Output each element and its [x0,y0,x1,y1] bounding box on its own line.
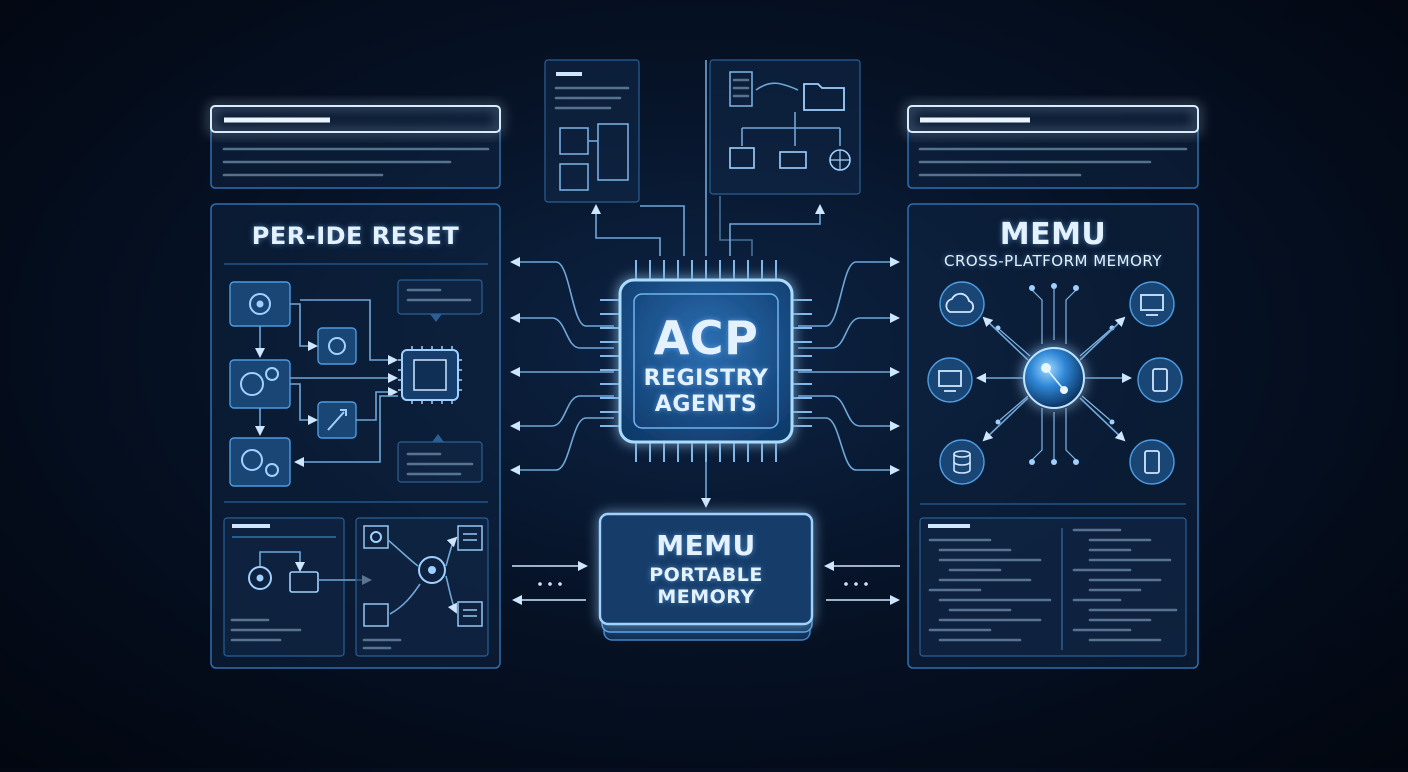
phone-icon [1137,357,1183,403]
left-panel [210,203,501,669]
top-document-left [544,59,640,203]
left-panel-title: PER-IDE RESET [251,222,460,250]
top-document-right [709,59,861,195]
gear-icon [317,327,357,365]
chip-connectors [510,257,900,508]
document-icon [457,525,483,551]
monitor-icon [1129,281,1175,327]
laptop-icon [779,151,807,169]
gear-icon [418,556,446,584]
memu-portable-memory-box [598,512,814,641]
memory-box-line3: MEMORY [657,586,755,608]
acp-chip [600,260,812,462]
right-header-card [907,105,1199,189]
folder-icon [803,83,845,111]
chip-label-registry: REGISTRY [643,366,769,391]
monitor-icon [729,147,755,169]
right-panel-subtitle: CROSS-PLATFORM MEMORY [943,252,1163,270]
database-icon [939,439,985,485]
gear-icon [248,566,272,590]
right-panel-title: MEMU [999,217,1107,252]
document-icon [457,601,483,627]
chip-label-acp: ACP [653,311,759,365]
chip-label-agents: AGENTS [654,392,758,417]
memory-box-line2: PORTABLE [649,564,763,586]
monitor-icon [927,357,973,403]
gear-icon [229,437,291,487]
phone-icon [1129,439,1175,485]
memory-box-title: MEMU [656,529,756,562]
right-panel [907,203,1199,669]
left-header-card [210,105,501,189]
cloud-icon [939,281,985,327]
chip-icon [398,346,462,404]
memory-flow-arrows [512,561,900,605]
gear-icon [229,359,291,409]
monitor-icon [289,571,319,593]
